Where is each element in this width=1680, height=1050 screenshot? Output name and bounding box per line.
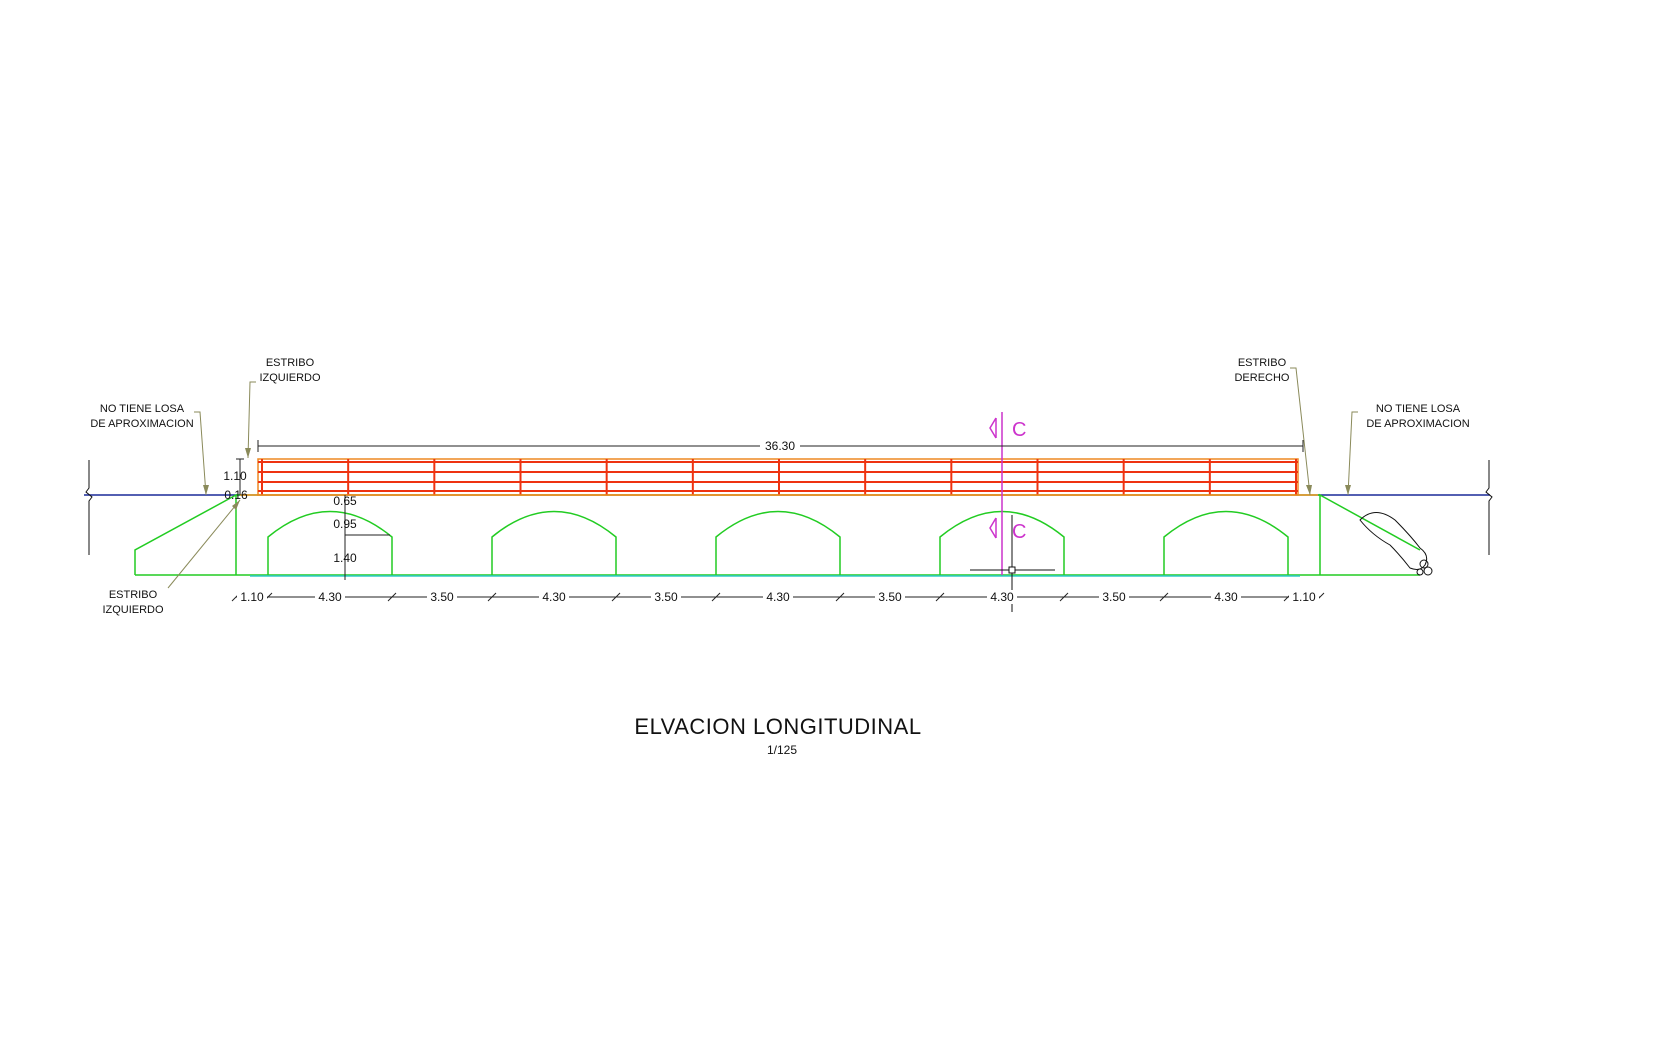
dimension-value: 3.50 — [430, 590, 454, 604]
dimension-value: 3.50 — [878, 590, 902, 604]
drawing-title: ELVACION LONGITUDINAL — [634, 714, 921, 739]
dimension-tick — [611, 592, 621, 602]
leader-arrows — [203, 448, 1351, 510]
dimension-tick — [387, 592, 397, 602]
dimension-label-bg — [763, 590, 793, 604]
arch-5 — [1163, 510, 1289, 575]
label-estribo-izq-top-2: IZQUIERDO — [259, 372, 321, 384]
dimension-label-bg — [875, 590, 905, 604]
dimension-value: 4.30 — [766, 590, 790, 604]
dimension-label-bg — [651, 590, 681, 604]
bridge-structure — [134, 493, 1421, 576]
dimension-value: 4.30 — [1214, 590, 1238, 604]
centerline — [989, 412, 1003, 575]
dimension-label-bg — [1289, 590, 1319, 604]
dimension-label-bg — [1099, 590, 1129, 604]
dimension-deck-thickness: 0.16 — [224, 488, 248, 502]
rock-symbol — [1359, 512, 1433, 576]
label-no-losa-right-2: DE APROXIMACION — [1366, 418, 1469, 430]
label-estribo-izq-top-1: ESTRIBO — [266, 357, 315, 369]
dimension-railing-height: 1.10 — [223, 469, 247, 483]
dimension-value: 4.30 — [542, 590, 566, 604]
drawing-scale: 1/125 — [767, 743, 797, 757]
arch-3 — [715, 510, 841, 575]
dimension-total — [257, 440, 1304, 452]
dimension-tick — [1059, 592, 1069, 602]
dimension-arch-vertical — [344, 495, 390, 580]
label-no-losa-left-1: NO TIENE LOSA — [100, 403, 185, 415]
arch-2 — [491, 510, 617, 575]
label-estribo-izq-bottom-2: IZQUIERDO — [102, 604, 164, 616]
arch-1 — [267, 510, 393, 575]
dimension-value: 4.30 — [318, 590, 342, 604]
dimension-left-vertical — [236, 458, 244, 495]
dimension-label-bg — [539, 590, 569, 604]
dimension-pier-height: 1.40 — [333, 551, 357, 565]
dimension-tick — [1159, 592, 1169, 602]
dimension-chain-bottom: 1.10 4.30 3.50 4.30 3.50 4.30 3.50 4.30 3.50 4.30… — [231, 590, 1325, 604]
dimension-tick — [935, 592, 945, 602]
dimension-value: 3.50 — [1102, 590, 1126, 604]
break-symbol-left — [85, 460, 93, 555]
dimension-label-bg — [315, 590, 345, 604]
break-symbol-right — [1485, 460, 1493, 555]
label-estribo-der-top-1: ESTRIBO — [1238, 357, 1287, 369]
centerline-label-top: C — [1012, 419, 1026, 441]
leaders — [167, 367, 1358, 589]
dimension-tick — [487, 592, 497, 602]
centerline-label-bottom: C — [1012, 521, 1026, 543]
dimension-total-value: 36.30 — [765, 439, 795, 453]
railing — [240, 458, 1318, 496]
dimension-value: 3.50 — [654, 590, 678, 604]
label-estribo-izq-bottom-1: ESTRIBO — [109, 589, 158, 601]
dimension-label-bg — [237, 590, 267, 604]
label-no-losa-left-2: DE APROXIMACION — [90, 418, 193, 430]
label-no-losa-right-1: NO TIENE LOSA — [1376, 403, 1461, 415]
dimension-tick — [711, 592, 721, 602]
label-estribo-der-top-2: DERECHO — [1234, 372, 1289, 384]
dimension-label-bg — [427, 590, 457, 604]
dimension-label-bg — [1211, 590, 1241, 604]
dimension-label-bg — [987, 590, 1017, 604]
dimension-tick — [835, 592, 845, 602]
dimension-arch-depth: 0.95 — [333, 517, 357, 531]
dimension-value: 1.10 — [1292, 590, 1316, 604]
dimension-value: 1.10 — [240, 590, 264, 604]
dimension-value: 4.30 — [990, 590, 1014, 604]
dimension-arch-rise: 0.65 — [333, 494, 357, 508]
